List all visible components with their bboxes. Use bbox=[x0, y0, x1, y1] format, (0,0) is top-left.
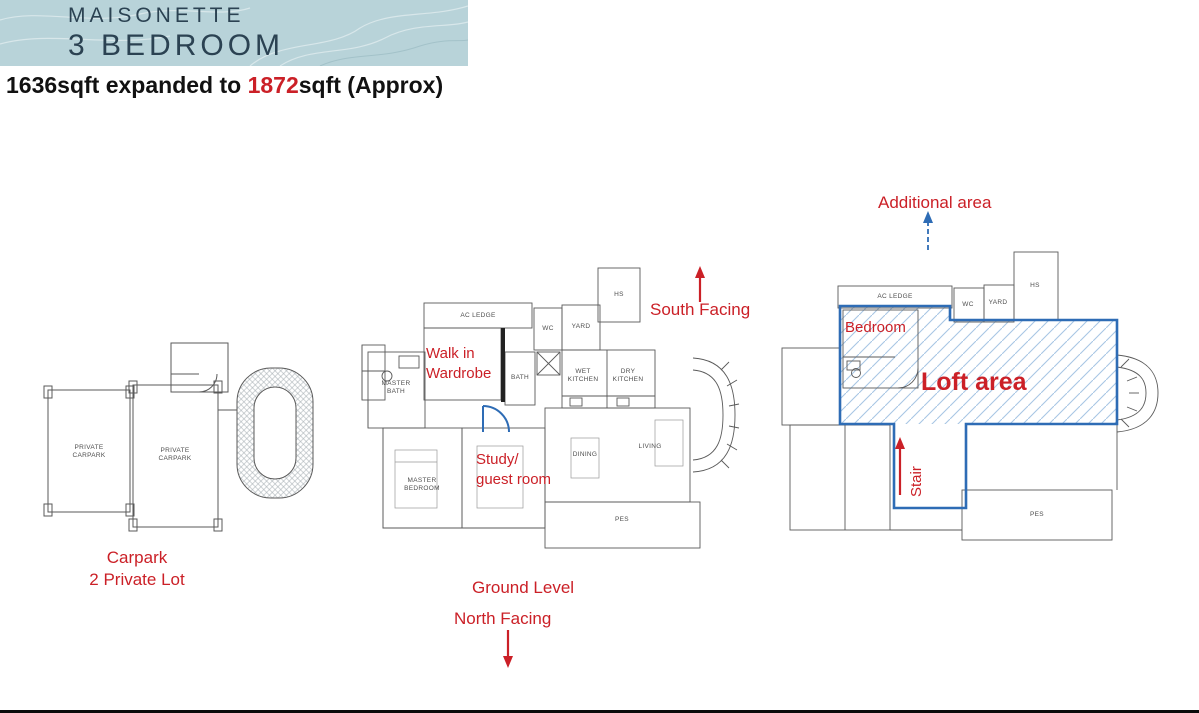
stair-label: Stair bbox=[908, 466, 925, 497]
room-label-loft-wc: WC bbox=[962, 301, 974, 308]
loft-bedroom-label: Bedroom bbox=[845, 319, 906, 336]
walk-in-wardrobe-annotation: Walk in Wardrobe bbox=[426, 345, 492, 382]
area-summary: 1636sqft expanded to 1872sqft (Approx) bbox=[6, 72, 443, 99]
area-suffix-text: sqft (Approx) bbox=[298, 72, 444, 98]
title-banner: MAISONETTE 3 BEDROOM bbox=[0, 0, 468, 66]
outer-wall bbox=[361, 345, 545, 529]
carpark-lot-1 bbox=[47, 389, 131, 513]
room-label-living: LIVING bbox=[638, 443, 662, 450]
ground-plan-drawing bbox=[361, 266, 740, 668]
room-label-loft-ac-ledge: AC LEDGE bbox=[877, 293, 913, 300]
banner-background bbox=[0, 0, 468, 66]
room-label-hs: HS bbox=[614, 291, 624, 298]
additional-area-label: Additional area bbox=[878, 193, 992, 212]
room-label-yard: YARD bbox=[571, 323, 591, 330]
room-label-wet-kitchen: WET KITCHEN bbox=[567, 368, 599, 383]
room-label-ac-ledge: AC LEDGE bbox=[460, 312, 496, 319]
living-dining-area bbox=[544, 407, 691, 503]
bed-furniture bbox=[394, 449, 438, 509]
pes-terrace bbox=[961, 489, 1113, 541]
curved-balcony-outer bbox=[1116, 354, 1159, 433]
banner-text-block: MAISONETTE 3 BEDROOM bbox=[68, 4, 284, 63]
curved-balcony-outer bbox=[692, 357, 736, 473]
room-label-bath: BATH bbox=[510, 374, 530, 381]
ac-ledge bbox=[837, 285, 953, 309]
loft-bedroom-room bbox=[842, 309, 919, 389]
curved-balcony-inner bbox=[692, 369, 724, 461]
banner-subtitle: 3 BEDROOM bbox=[68, 29, 285, 62]
pes-terrace bbox=[544, 501, 701, 549]
guest-bed-furniture bbox=[476, 445, 524, 509]
room-label-pes: PES bbox=[615, 516, 629, 523]
room-label-master-bath: MASTER BATH bbox=[381, 380, 411, 395]
south-facing-label: South Facing bbox=[650, 300, 751, 319]
room-label-loft-yard: YARD bbox=[988, 299, 1008, 306]
south-facing-arrow bbox=[695, 266, 705, 302]
room-label-private-carpark-1: PRIVATE CARPARK bbox=[72, 444, 106, 459]
curved-balcony-inner bbox=[1116, 366, 1147, 421]
area-original-text: 1636sqft expanded to bbox=[6, 72, 248, 98]
ground-level-label: Ground Level bbox=[472, 578, 575, 597]
loft-plan-drawing bbox=[781, 211, 1159, 541]
dining-table-furniture bbox=[570, 437, 600, 479]
loft-area-boundary bbox=[838, 304, 1119, 510]
room-label-master-bedroom: MASTER BEDROOM bbox=[404, 477, 440, 492]
door-swing-arc bbox=[198, 373, 218, 393]
loft-area-label: Loft area bbox=[921, 368, 1027, 396]
carpark-lot-2 bbox=[132, 384, 219, 528]
room-label-dining: DINING bbox=[572, 451, 598, 458]
additional-area-arrow bbox=[923, 211, 933, 252]
carpark-caption: Carpark 2 Private Lot bbox=[89, 548, 185, 589]
blue-door-swing bbox=[482, 405, 510, 433]
banner-title: MAISONETTE bbox=[68, 4, 245, 27]
lower-room-upper bbox=[781, 347, 841, 426]
db-shaft bbox=[536, 351, 561, 376]
loft-hatch-right bbox=[950, 320, 1117, 424]
door-swing-arc bbox=[897, 367, 919, 389]
room-label-loft-hs: HS bbox=[1030, 282, 1040, 289]
area-expanded-value: 1872 bbox=[247, 72, 299, 98]
stair-arrow bbox=[895, 437, 905, 495]
thick-wall bbox=[501, 328, 505, 402]
room-label-dry-kitchen: DRY KITCHEN bbox=[612, 368, 644, 383]
study-guest-room-annotation: Study/ guest room bbox=[476, 451, 552, 488]
hs-shaft bbox=[597, 267, 641, 323]
carpark-plan-drawing bbox=[43, 342, 314, 532]
north-facing-label: North Facing bbox=[454, 609, 552, 628]
lower-rooms bbox=[789, 424, 891, 531]
room-label-wc: WC bbox=[542, 325, 554, 332]
sofa-furniture bbox=[654, 419, 684, 467]
room-label-loft-pes: PES bbox=[1030, 511, 1044, 518]
loft-hatch-left bbox=[840, 306, 950, 424]
room-label-private-carpark-2: PRIVATE CARPARK bbox=[158, 447, 192, 462]
north-facing-arrow bbox=[503, 630, 513, 668]
